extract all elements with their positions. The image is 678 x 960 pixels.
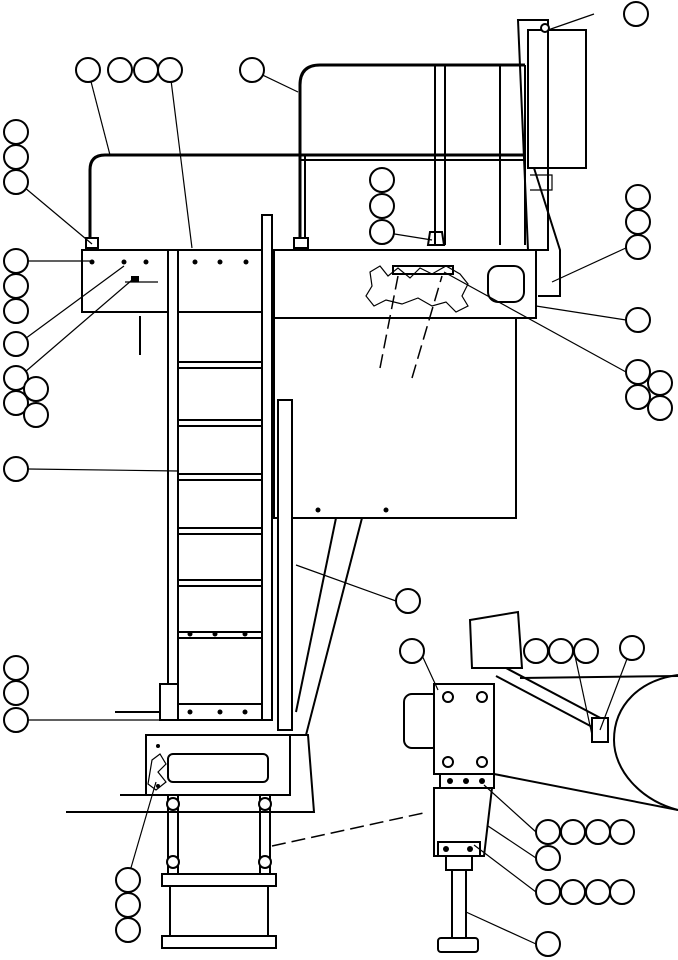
rear-bracket	[516, 19, 587, 297]
leader-lines	[17, 13, 631, 945]
callout-balloon	[535, 819, 561, 845]
detail-view	[403, 610, 678, 953]
callout-balloon	[3, 390, 29, 416]
callout-balloon	[3, 169, 29, 195]
callout-balloon	[560, 819, 586, 845]
callout-balloon	[107, 57, 133, 83]
callout-balloon	[625, 184, 651, 210]
callout-balloon	[3, 273, 29, 299]
callout-balloon	[535, 845, 561, 871]
callout-balloons	[3, 1, 673, 957]
callout-balloon	[535, 879, 561, 905]
callout-balloon	[3, 298, 29, 324]
callout-balloon	[625, 209, 651, 235]
ladder	[159, 214, 273, 721]
callout-balloon	[647, 370, 673, 396]
callout-balloon	[133, 57, 159, 83]
callout-balloon	[369, 219, 395, 245]
callout-balloon	[647, 395, 673, 421]
callout-balloon	[395, 588, 421, 614]
callout-balloon	[548, 638, 574, 664]
callout-balloon	[3, 707, 29, 733]
callout-balloon	[369, 193, 395, 219]
callout-balloon	[3, 456, 29, 482]
callout-balloon	[3, 680, 29, 706]
hanging-step	[161, 795, 277, 949]
callout-balloon	[560, 879, 586, 905]
callout-balloon	[625, 384, 651, 410]
callout-balloon	[625, 234, 651, 260]
callout-balloon	[619, 635, 645, 661]
callout-balloon	[115, 867, 141, 893]
callout-balloon	[585, 819, 611, 845]
callout-balloon	[157, 57, 183, 83]
callout-balloon	[23, 402, 49, 428]
callout-balloon	[115, 917, 141, 943]
step-box	[66, 734, 316, 813]
main-body	[115, 317, 517, 796]
callout-balloon	[3, 655, 29, 681]
callout-balloon	[23, 376, 49, 402]
callout-balloon	[3, 119, 29, 145]
callout-balloon	[399, 638, 425, 664]
callout-balloon	[625, 359, 651, 385]
callout-balloon	[3, 331, 29, 357]
callout-balloon	[623, 1, 649, 27]
callout-balloon	[3, 248, 29, 274]
callout-balloon	[573, 638, 599, 664]
callout-balloon	[585, 879, 611, 905]
callout-balloon	[625, 307, 651, 333]
callout-balloon	[609, 879, 635, 905]
callout-balloon	[523, 638, 549, 664]
callout-balloon	[609, 819, 635, 845]
callout-balloon	[369, 167, 395, 193]
callout-balloon	[115, 892, 141, 918]
callout-balloon	[239, 57, 265, 83]
callout-balloon	[535, 931, 561, 957]
handrail	[85, 63, 526, 249]
callout-balloon	[75, 57, 101, 83]
reference-lines	[271, 275, 443, 847]
callout-balloon	[3, 144, 29, 170]
